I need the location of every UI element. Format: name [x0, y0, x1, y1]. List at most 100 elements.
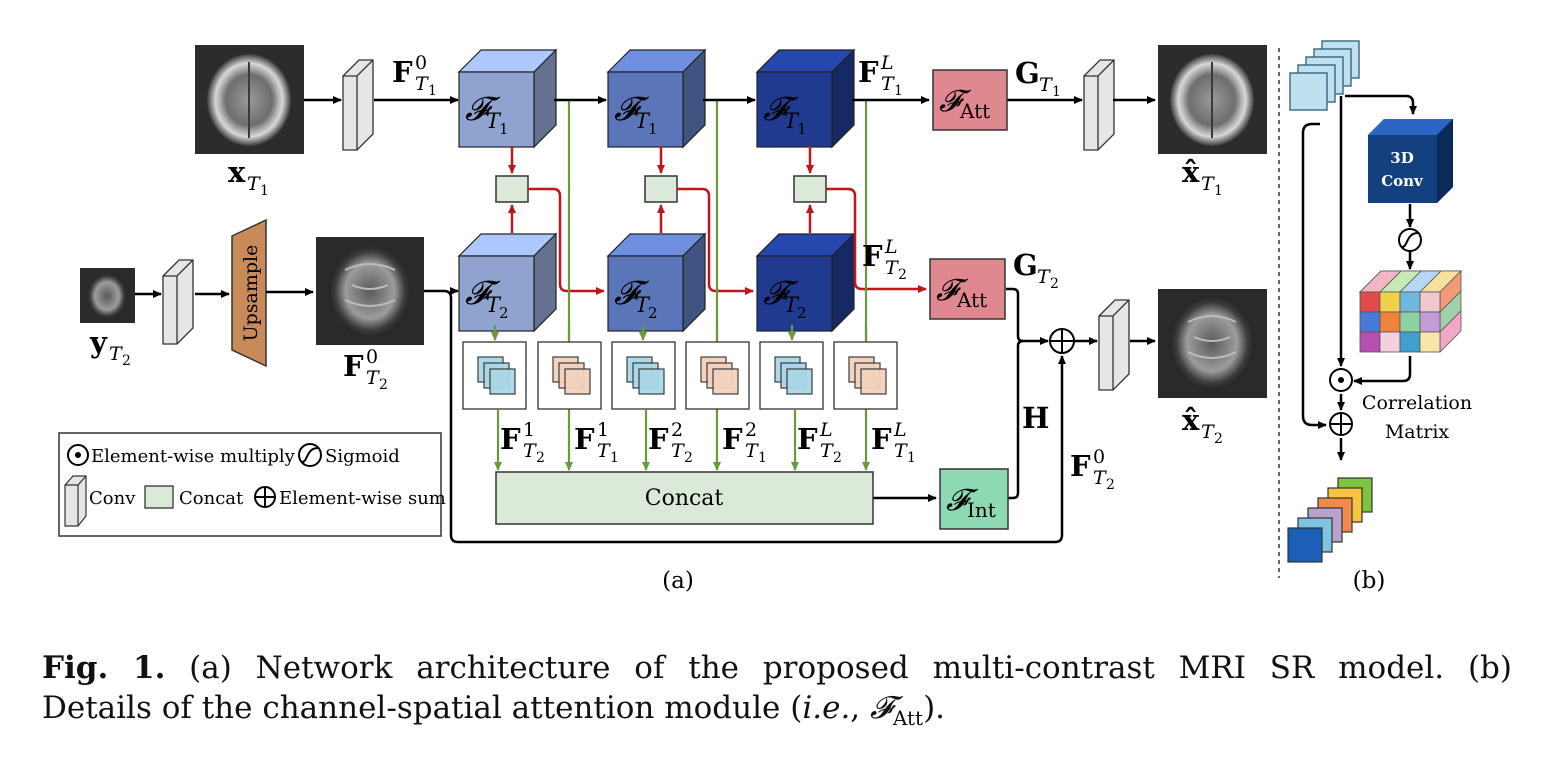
svg-text:T: T — [894, 440, 908, 462]
corr-cell — [1359, 291, 1381, 313]
black-connections — [135, 96, 1156, 544]
svg-text:F: F — [871, 422, 892, 456]
svg-text:G: G — [1013, 248, 1038, 282]
corr-cell — [1399, 291, 1421, 313]
svg-text:T: T — [881, 73, 895, 95]
svg-text:2: 2 — [536, 450, 545, 466]
legend-concat: Concat — [179, 488, 244, 509]
svg-text:F: F — [648, 422, 669, 456]
corr-cell — [1379, 331, 1401, 353]
figure-caption: Fig. 1. (a) Network architecture of the … — [42, 648, 1512, 738]
corr-cell — [1399, 311, 1421, 333]
svg-text:1: 1 — [499, 120, 509, 138]
conv-layer-t1-in — [342, 59, 374, 151]
svg-text:T: T — [1037, 266, 1051, 288]
element-wise-sum-node — [1049, 328, 1075, 354]
svg-text:G: G — [1015, 56, 1040, 90]
svg-text:T: T — [486, 109, 502, 133]
svg-text:T: T — [1039, 74, 1053, 96]
corr-cell — [1419, 331, 1441, 353]
caption-fig-label: Fig. 1. — [42, 650, 166, 686]
input-feature-stack — [1289, 40, 1360, 111]
corr-cell — [1379, 311, 1401, 333]
svg-text:2: 2 — [648, 304, 658, 322]
svg-text:T: T — [486, 293, 502, 317]
svg-text:T: T — [1093, 467, 1107, 489]
panel-b-arrows — [1301, 94, 1417, 461]
sigmoid-icon — [298, 443, 322, 467]
svg-text:1: 1 — [907, 450, 916, 466]
conv-layer-t1-out — [1083, 59, 1115, 151]
feature-map-t2-2 — [611, 341, 676, 410]
cube-f-t1-2: 𝓕T1 — [606, 48, 707, 149]
svg-text:F: F — [862, 239, 883, 273]
svg-text:F: F — [392, 55, 413, 89]
legend: Element-wise multiply Sigmoid Conv Conca… — [58, 432, 446, 537]
svg-text:T: T — [109, 343, 123, 365]
conv-layer-t2-out — [1098, 299, 1130, 391]
svg-text:T: T — [784, 293, 800, 317]
feature-map-t1-1 — [537, 341, 602, 410]
svg-text:1: 1 — [894, 83, 903, 99]
caption-line2-pre: Details of the channel-spatial attention… — [42, 690, 803, 726]
upsample-block: Upsample — [231, 218, 267, 368]
panel-b-label: (b) — [1353, 568, 1386, 594]
svg-text:1: 1 — [597, 419, 609, 441]
svg-text:F: F — [797, 422, 818, 456]
corr-cell — [1379, 291, 1401, 313]
att-box-t2: 𝓕 Att — [929, 258, 1006, 320]
concat-block: Concat — [495, 471, 874, 525]
corr-cell — [1399, 331, 1421, 353]
svg-text:T: T — [885, 257, 899, 279]
svg-text:0: 0 — [1093, 446, 1105, 468]
svg-text:2: 2 — [122, 353, 131, 369]
concat-icon — [144, 485, 174, 509]
svg-text:y: y — [89, 325, 108, 359]
feature-map-t1-2 — [685, 341, 750, 410]
cube-f-t1-1: 𝓕T1 — [457, 48, 558, 149]
legend-sum: Element-wise sum — [279, 488, 446, 509]
caption-line-2: Details of the channel-spatial attention… — [42, 688, 1512, 738]
conv-icon — [64, 475, 87, 527]
caption-line2-post: ). — [923, 690, 946, 726]
svg-text:T: T — [597, 440, 611, 462]
att-box-t1-sub: Att — [959, 99, 990, 123]
svg-text:1: 1 — [260, 183, 269, 199]
svg-text:L: L — [893, 419, 907, 441]
svg-text:x: x — [228, 155, 246, 189]
svg-text:0: 0 — [366, 346, 378, 368]
upsample-label: Upsample — [240, 245, 262, 342]
mri-image-f0t2 — [316, 237, 424, 345]
feature-map-t2-3 — [759, 341, 824, 410]
output-feature-stack — [1287, 477, 1373, 563]
svg-text:1: 1 — [1214, 183, 1223, 199]
sum-node-b — [1329, 412, 1353, 436]
cube-f-t1-3: 𝓕T1 — [755, 48, 856, 149]
svg-text:2: 2 — [1106, 477, 1115, 493]
svg-text:L: L — [819, 419, 833, 441]
svg-text:2: 2 — [797, 304, 807, 322]
caption-line2-att: Att — [892, 706, 924, 731]
svg-text:T: T — [247, 173, 261, 195]
conv3d-cube: 3D Conv — [1368, 119, 1453, 203]
feature-map-boxes — [462, 341, 898, 410]
red-connections — [508, 146, 927, 295]
conv3d-line2: Conv — [1381, 172, 1424, 190]
cube-f-t2-1: 𝓕T2 — [457, 232, 558, 333]
svg-text:1: 1 — [428, 83, 437, 99]
corr-cell — [1419, 311, 1441, 333]
fusion-concat-squares — [495, 175, 827, 203]
svg-text:2: 2 — [745, 419, 757, 441]
mri-image-xt1 — [195, 45, 304, 154]
conv-layers — [162, 59, 1130, 391]
